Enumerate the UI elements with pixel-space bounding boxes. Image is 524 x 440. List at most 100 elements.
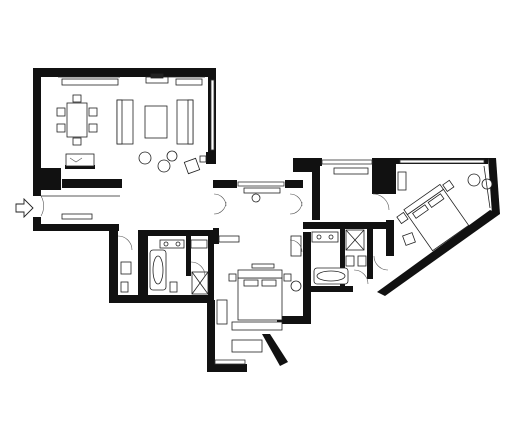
bathtub-basin xyxy=(152,255,164,285)
wall-bath-west xyxy=(109,226,118,302)
pillow xyxy=(412,204,429,219)
arrow-right-icon xyxy=(15,197,34,219)
wall-bath-divider-1 xyxy=(138,230,148,300)
bed-headboard xyxy=(237,269,283,279)
wall-entrance-upper xyxy=(33,188,41,196)
shower-cross xyxy=(191,271,209,295)
suite-armchair xyxy=(467,173,481,187)
dresser xyxy=(290,235,302,257)
tv-unit xyxy=(251,263,275,269)
armchair xyxy=(166,150,178,162)
nightstand xyxy=(228,273,237,282)
dining-chair xyxy=(56,107,66,117)
partition-credenza xyxy=(65,153,95,167)
vanity xyxy=(159,239,185,249)
wall-bath-divider-2 xyxy=(186,236,191,276)
door-swing-hall xyxy=(213,193,227,207)
suite-console xyxy=(333,167,369,175)
wall-bath-top xyxy=(138,230,213,236)
bathroom-guest xyxy=(117,235,209,295)
wall-corridor-east xyxy=(312,160,320,220)
wall-bath-divider-3 xyxy=(208,236,214,302)
dining-chair xyxy=(72,94,82,103)
sink xyxy=(316,234,322,240)
wardrobe xyxy=(218,235,240,243)
door-swing-hall-2 xyxy=(213,201,227,215)
bedroom-armchair xyxy=(290,280,302,292)
planter xyxy=(251,193,261,203)
door-swing-bath xyxy=(117,235,133,251)
sink xyxy=(175,241,181,247)
wall-bay-window xyxy=(262,334,288,366)
washbasin xyxy=(120,261,132,275)
wall-bath2-south xyxy=(303,286,353,292)
door-swing-suite xyxy=(372,193,390,211)
bench xyxy=(231,321,283,331)
vanity-2 xyxy=(190,239,208,249)
wall-bath-south xyxy=(109,295,213,303)
wall-bath2-north xyxy=(303,222,389,229)
bedroom-master xyxy=(216,235,302,353)
door-swing-bath-2 xyxy=(190,261,206,277)
toilet-3 xyxy=(345,255,355,267)
dining-chair xyxy=(88,107,98,117)
wall-living-partition xyxy=(65,165,95,169)
armchairs xyxy=(138,150,207,175)
wall-bedroom-south xyxy=(207,364,247,372)
armchair xyxy=(157,159,171,173)
dining-chair xyxy=(88,123,98,133)
window-living-east xyxy=(210,79,215,151)
suite-bedroom xyxy=(333,165,493,271)
wall-suite-diagonal xyxy=(377,210,500,296)
suite-chair xyxy=(402,232,416,246)
sideboard xyxy=(61,78,119,86)
sofa-left-back xyxy=(116,99,123,145)
door-swing-ensuite xyxy=(353,269,369,285)
coffee-table xyxy=(144,105,168,139)
vanity-double xyxy=(311,231,339,243)
door-swing-suite-2 xyxy=(373,255,389,271)
hall xyxy=(41,187,303,220)
door-swing-corridor xyxy=(289,193,303,207)
fireplace-hearth xyxy=(150,73,164,79)
wall-bath2-mid xyxy=(340,229,345,289)
sink xyxy=(328,234,334,240)
window-corridor xyxy=(237,181,285,187)
wall-bedroom-west xyxy=(207,300,215,372)
console-table xyxy=(175,78,203,86)
dining-chair xyxy=(72,137,82,146)
wall-living-south-left xyxy=(33,168,61,190)
suite-headboard xyxy=(403,183,444,216)
window-bedroom-south xyxy=(214,359,246,365)
wall-bedroom-south-east xyxy=(277,316,311,324)
walls xyxy=(33,68,500,372)
toilet-2 xyxy=(169,281,178,293)
toilet xyxy=(120,281,129,293)
window-suite-north-2 xyxy=(399,159,485,164)
pillow xyxy=(427,193,445,208)
wall-living-south-mid xyxy=(62,179,122,188)
wall-west-living xyxy=(33,68,41,190)
wall-suite-north-b xyxy=(372,158,396,194)
nightstand xyxy=(396,211,409,225)
wall-corridor-north-a xyxy=(213,180,237,188)
credenza xyxy=(65,153,95,167)
pillow xyxy=(261,279,277,287)
wall-hall-south xyxy=(33,224,119,231)
wall-bedroom-east xyxy=(303,232,311,324)
chair-mark xyxy=(69,157,83,163)
door-swing-ensuite-2 xyxy=(289,239,303,253)
sofa-right-back xyxy=(187,99,194,145)
armchair xyxy=(138,151,152,165)
bathroom-ensuite xyxy=(289,229,369,285)
wall-suite-west-post xyxy=(386,220,394,256)
side-table xyxy=(199,155,207,163)
lounge-area xyxy=(116,73,203,145)
suite-desk xyxy=(397,171,407,191)
pillow xyxy=(243,279,259,287)
bathtub-basin-2 xyxy=(316,270,346,282)
wall-living-corner xyxy=(206,152,216,164)
nightstand xyxy=(283,273,292,282)
window-suite-north xyxy=(321,159,373,165)
